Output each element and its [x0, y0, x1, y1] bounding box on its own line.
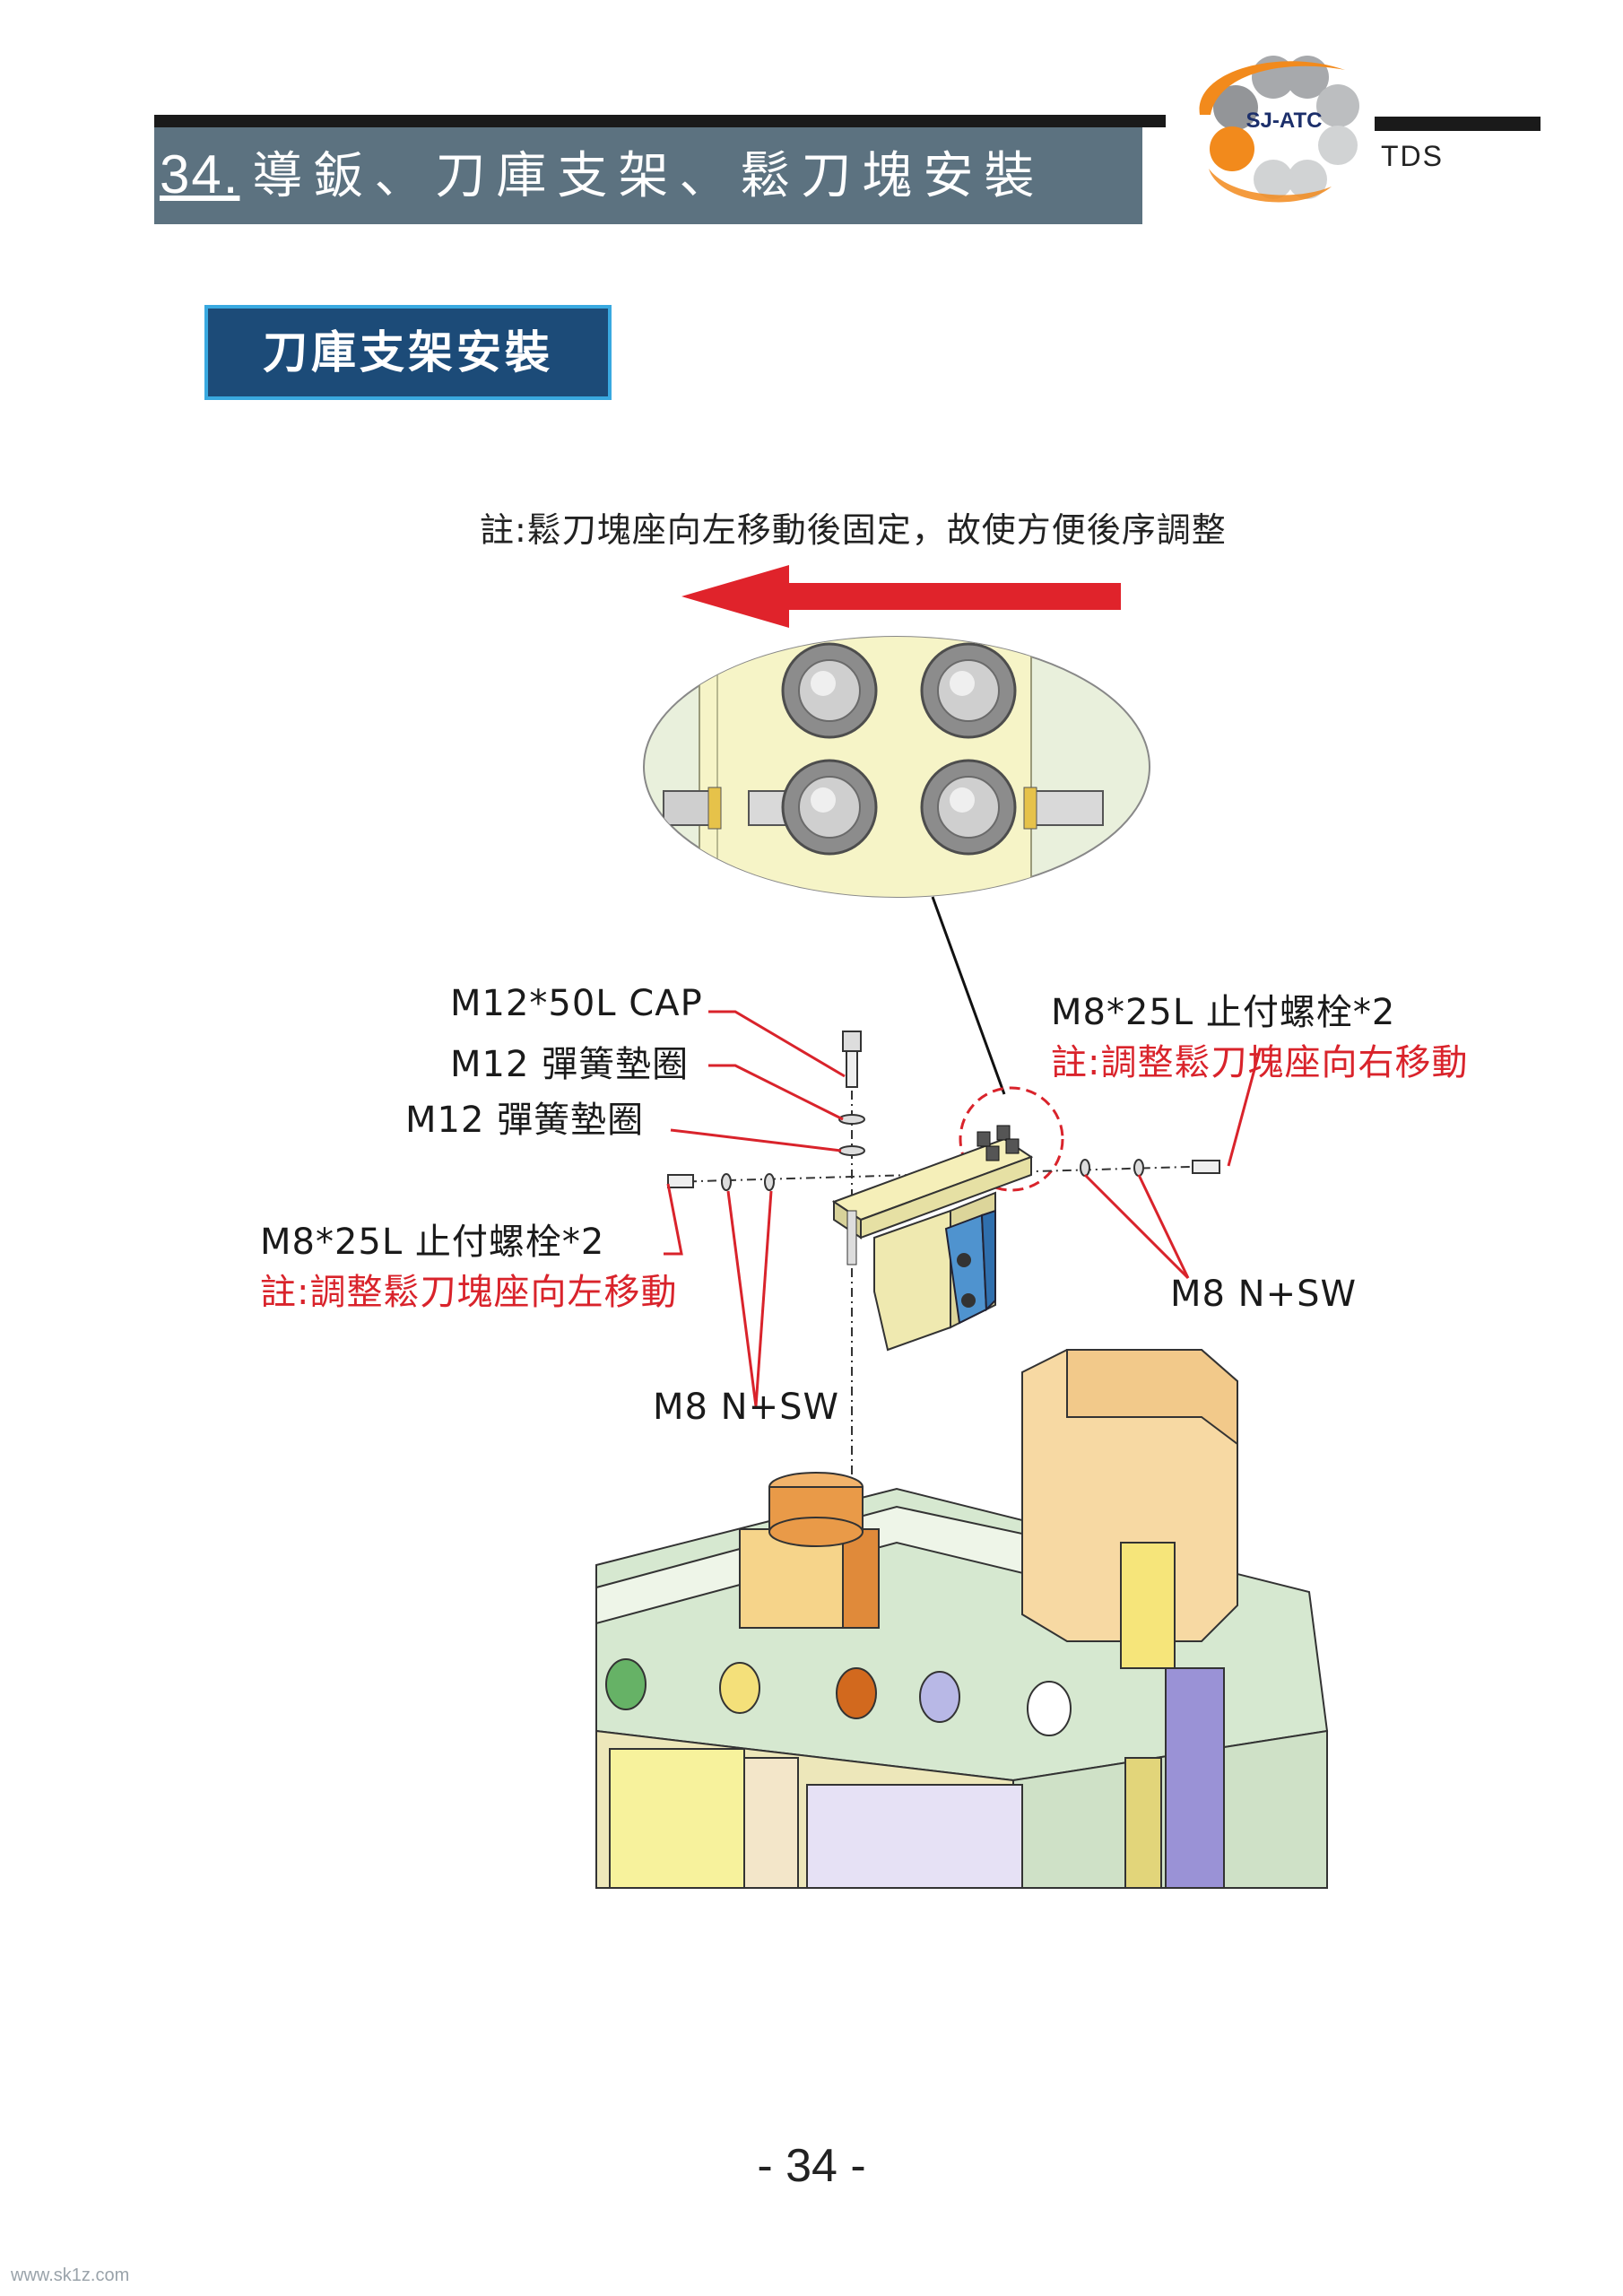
top-note: 註:鬆刀塊座向左移動後固定，故使方便後序調整 — [480, 510, 1227, 550]
label-right-nut: M8 N+SW — [1170, 1274, 1358, 1315]
label-left-nut: M8 N+SW — [653, 1387, 840, 1428]
label-left-bolt: M8*25L 止付螺栓*2 — [260, 1222, 605, 1263]
sj-atc-logo-icon: SJ-ATC — [1199, 56, 1359, 203]
tool-release-block — [831, 1125, 1034, 1352]
callout-leaders — [664, 1010, 1275, 1407]
svg-text:SJ-ATC: SJ-ATC — [1246, 109, 1323, 133]
label-right-bolt: M8*25L 止付螺栓*2 — [1051, 992, 1396, 1033]
header-right-rule — [1375, 117, 1541, 131]
header-tag: TDS — [1381, 140, 1444, 172]
header-band — [154, 127, 1142, 224]
left-arrow-icon — [681, 565, 1121, 628]
title-text: 導鈑、刀庫支架、鬆刀塊安裝 — [252, 147, 1046, 205]
label-cap-screw: M12*50L CAP — [450, 983, 703, 1024]
page-number: - 34 - — [757, 2140, 866, 2192]
machine-base — [595, 1349, 1329, 1889]
label-right-note: 註:調整鬆刀塊座向右移動 — [1051, 1042, 1469, 1083]
cap-screw-icon — [838, 1031, 865, 1156]
header-top-rule — [154, 115, 1166, 127]
label-left-note: 註:調整鬆刀塊座向左移動 — [260, 1272, 678, 1313]
section-heading-box — [204, 305, 612, 400]
page-title: 34.導鈑、刀庫支架、鬆刀塊安裝 — [160, 135, 1045, 215]
section-heading: 刀庫支架安裝 — [263, 326, 553, 378]
label-spring-washer-1: M12 彈簧墊圈 — [450, 1044, 690, 1085]
watermark: www.sk1z.com — [11, 2266, 130, 2285]
label-spring-washer-2: M12 彈簧墊圈 — [405, 1100, 645, 1141]
zoom-detail — [643, 636, 1150, 898]
section-number: 34. — [160, 144, 240, 204]
